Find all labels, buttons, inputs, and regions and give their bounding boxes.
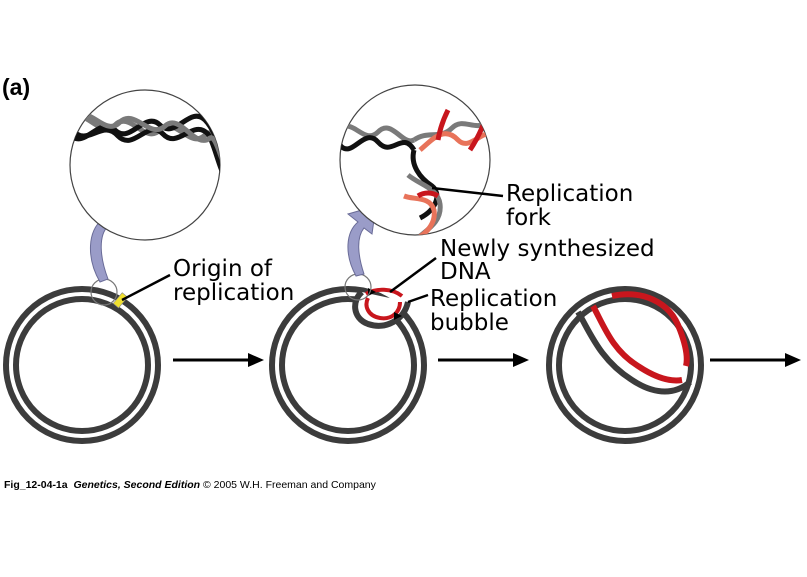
origin-label-line1: Origin of (173, 256, 273, 282)
figure-caption: Fig_12-04-1a Genetics, Second Edition © … (4, 479, 376, 491)
replicated-parental-strand (575, 310, 692, 395)
new-strand-outer (611, 291, 690, 367)
newly-synthesized-leader-line (389, 256, 437, 294)
bubble-label-line2: bubble (430, 310, 509, 336)
fork-arrow-right (394, 312, 402, 320)
caption-book: Genetics, Second Edition (73, 479, 201, 491)
newly-synthesized-label-line2: DNA (440, 259, 491, 285)
fork-leader-line (431, 186, 504, 198)
inner-parental-strand (13, 296, 151, 434)
caption-copyright: © 2005 W.H. Freeman and Company (203, 479, 376, 491)
bubble-label-line1: Replication (430, 286, 557, 312)
bubble-new-strand-inner (364, 297, 402, 321)
caption-fig-id: Fig_12-04-1a (4, 479, 68, 491)
bubble-leader-line (407, 293, 429, 304)
newly-synthesized-label-line1: Newly synthesized (440, 236, 655, 262)
chromosome-stage-1 (3, 278, 161, 444)
process-arrow-3 (710, 353, 801, 367)
origin-leader-line (121, 273, 171, 302)
fork-arrow-left (368, 288, 376, 296)
outer-parental-strand (3, 286, 161, 444)
chromosome-stage-3 (546, 286, 704, 444)
process-arrow-1 (173, 353, 264, 367)
zoom-circle-2 (339, 84, 491, 236)
origin-marker (112, 292, 128, 309)
chromosome-stage-2 (269, 273, 427, 444)
process-arrow-2 (438, 353, 529, 367)
zoom-circle-1 (69, 89, 221, 241)
panel-label: (a) (2, 74, 30, 100)
fork-label-line2: fork (506, 205, 552, 231)
new-strand-inner (590, 304, 683, 384)
fork-label-line1: Replication (506, 181, 633, 207)
origin-label-line2: replication (173, 280, 294, 306)
replication-fork-helix (340, 108, 490, 235)
